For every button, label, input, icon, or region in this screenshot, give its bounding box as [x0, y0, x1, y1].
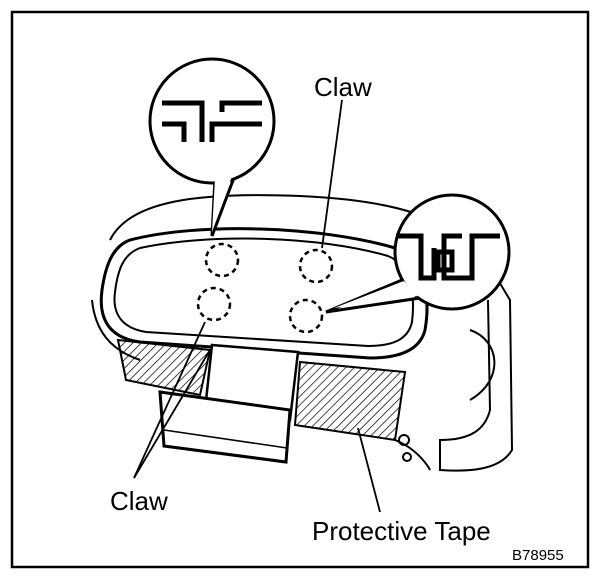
leader-protective-tape: [357, 427, 381, 513]
label-protective-tape: Protective Tape: [312, 516, 491, 546]
claw-circle-2: [298, 248, 334, 284]
label-claw-bottom: Claw: [110, 486, 168, 516]
leader-claw-top: [321, 99, 343, 249]
leader-lines: [133, 99, 381, 513]
label-claw-top: Claw: [314, 72, 372, 102]
figure-frame: [10, 10, 590, 569]
claw-circle-4: [288, 298, 324, 334]
protective-tape-left: [116, 338, 212, 397]
claw-locations: [196, 242, 334, 334]
claw-detail-callout-right: [325, 193, 511, 314]
leader-claw-bottom-a: [133, 321, 206, 479]
leader-claw-bottom-b: [133, 349, 211, 479]
screwdriver-edge: [163, 429, 288, 449]
figure-code: B78955: [512, 547, 564, 564]
claw-circle-3: [196, 286, 232, 322]
claw-circle-1: [204, 242, 240, 278]
mirror-glass: [113, 237, 414, 348]
claw-detail-callout-left: [148, 57, 276, 237]
protective-tape-right: [293, 360, 407, 442]
bracket-holes: [398, 434, 412, 462]
